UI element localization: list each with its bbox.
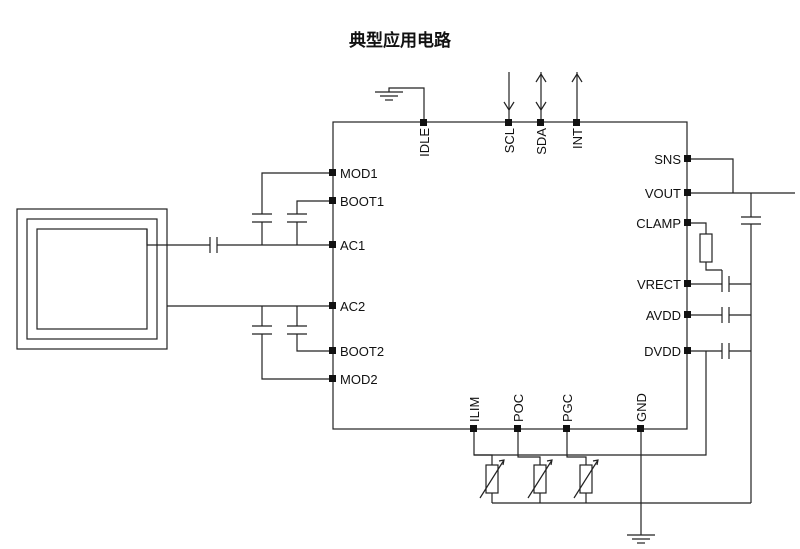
pin-label-boot1: BOOT1	[340, 194, 384, 209]
mod2-boot2-capacitors	[252, 306, 333, 380]
pin-label-mod2: MOD2	[340, 372, 378, 387]
output-network	[473, 158, 795, 503]
pin-markers	[329, 119, 691, 432]
bus-arrows	[503, 72, 583, 122]
diagram-title: 典型应用电路	[349, 31, 451, 51]
pin-label-mod1: MOD1	[340, 166, 378, 181]
gnd-ground	[627, 429, 655, 544]
pin-label-vrect: VRECT	[637, 277, 681, 292]
pin-label-dvdd: DVDD	[644, 344, 681, 359]
pin-label-boot2: BOOT2	[340, 344, 384, 359]
pin-label-ac1: AC1	[340, 238, 365, 253]
pin-label-ilim: ILIM	[467, 397, 482, 422]
pin-label-avdd: AVDD	[646, 308, 681, 323]
mod1-boot1-capacitors	[252, 172, 333, 245]
pin-label-clamp: CLAMP	[636, 216, 681, 231]
pin-label-sda: SDA	[534, 128, 549, 155]
pin-label-sns: SNS	[654, 152, 681, 167]
pin-label-poc: POC	[511, 394, 526, 422]
receiver-coil	[16, 208, 333, 350]
pin-label-scl: SCL	[502, 128, 517, 153]
pin-label-int: INT	[570, 128, 585, 149]
pin-label-gnd: GND	[634, 393, 649, 422]
idle-ground	[375, 87, 425, 122]
pin-label-pgc: PGC	[560, 394, 575, 422]
bottom-variable-resistors	[474, 429, 751, 504]
ic-body	[332, 121, 688, 430]
pin-label-ac2: AC2	[340, 299, 365, 314]
pin-label-idle: IDLE	[417, 128, 432, 157]
ac1-series-capacitor	[209, 237, 333, 253]
pin-label-vout: VOUT	[645, 186, 681, 201]
